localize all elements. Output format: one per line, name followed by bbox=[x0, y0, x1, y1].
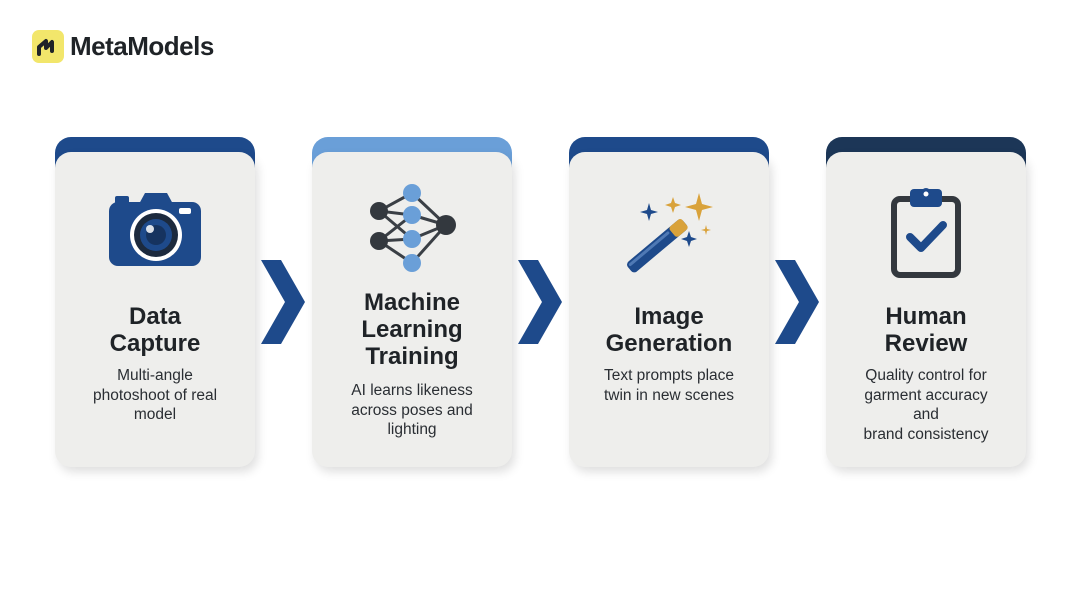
step-title: Machine Learning Training bbox=[361, 289, 463, 370]
card-body bbox=[312, 152, 512, 467]
chevron-right-icon bbox=[775, 260, 819, 344]
camera-icon bbox=[55, 183, 255, 279]
brand-logo: MetaModels bbox=[32, 30, 214, 63]
chevron-right-icon bbox=[261, 260, 305, 344]
step-description: Text prompts place twin in new scenes bbox=[603, 367, 735, 404]
step-card-machine-learning-training: Machine Learning Training AI learns like… bbox=[312, 137, 512, 467]
step-card-data-capture: Data Capture Multi-angle photoshoot of r… bbox=[55, 137, 255, 467]
step-card-human-review: Human Review Quality control for garment… bbox=[826, 137, 1026, 467]
step-card-image-generation: Image Generation Text prompts place twin… bbox=[569, 137, 769, 467]
chevron-right-icon bbox=[518, 260, 562, 344]
magic-wand-icon bbox=[569, 183, 769, 279]
clipboard-check-icon bbox=[826, 183, 1026, 279]
step-title: Image Generation bbox=[605, 303, 733, 357]
metamodels-logo-icon bbox=[32, 30, 64, 63]
step-description: AI learns likeness across poses and ligh… bbox=[351, 382, 473, 438]
step-title: Human Review bbox=[884, 303, 968, 357]
step-title: Data Capture bbox=[109, 303, 201, 357]
neural-network-icon bbox=[312, 183, 512, 279]
brand-name: MetaModels bbox=[70, 31, 214, 61]
step-description: Quality control for garment accuracy and… bbox=[863, 367, 989, 443]
step-description: Multi-angle photoshoot of real model bbox=[92, 367, 218, 423]
